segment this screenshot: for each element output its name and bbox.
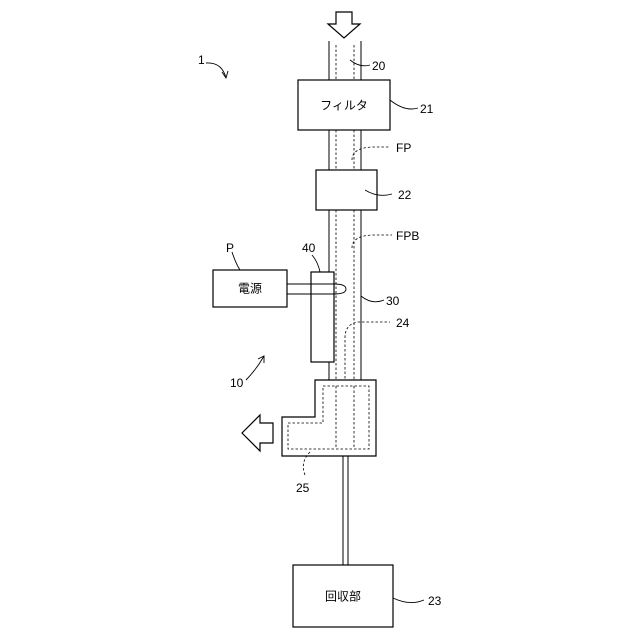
ref-p: P (226, 241, 234, 255)
ref-20: 20 (372, 59, 386, 73)
pipe-recovery (343, 456, 348, 565)
ref-1: 1 (198, 53, 205, 67)
ref-10: 10 (230, 376, 244, 390)
inlet-arrow-icon (328, 12, 360, 38)
ref-fp: FP (396, 141, 411, 155)
box-22 (316, 170, 377, 210)
ref-25: 25 (296, 481, 310, 495)
pipe-fp (329, 130, 361, 170)
ref-40-leader (312, 255, 320, 272)
ref-1-arrow (206, 63, 226, 78)
ref-24: 24 (396, 316, 410, 330)
ref-fpb-leader (352, 235, 392, 248)
ref-23-leader (393, 598, 424, 603)
ref-10-arrow (246, 356, 264, 380)
ref-fpb: FPB (396, 229, 419, 243)
junction-box (282, 380, 376, 456)
electrode-40 (311, 272, 334, 362)
ref-23: 23 (428, 594, 442, 608)
ref-30: 30 (386, 294, 400, 308)
ref-22: 22 (398, 188, 412, 202)
ref-21: 21 (420, 102, 434, 116)
filter-label: フィルタ (320, 99, 368, 113)
pipe-20 (329, 41, 361, 80)
power-label: 電源 (238, 282, 262, 296)
outlet-arrow-icon (242, 415, 273, 451)
ref-30-leader (361, 296, 384, 302)
ref-21-leader (390, 100, 418, 109)
ref-40: 40 (302, 241, 316, 255)
ref-fp-leader (352, 147, 390, 160)
ref-p-leader (232, 252, 240, 270)
ref-20-leader (350, 60, 370, 66)
recovery-label: 回収部 (325, 589, 361, 604)
